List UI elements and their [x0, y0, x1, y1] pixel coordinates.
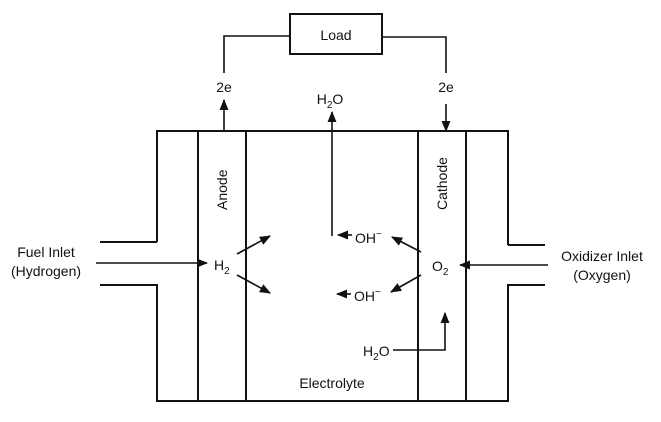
oh-bottom-label: OH− — [354, 287, 381, 304]
cathode-label: Cathode — [434, 157, 450, 210]
load-label: Load — [320, 27, 351, 43]
electrolyte-label: Electrolyte — [299, 375, 365, 391]
cell-housing — [100, 130, 545, 402]
anode-label: Anode — [214, 169, 230, 210]
electron-label-anode: 2e — [216, 79, 232, 95]
h2-label: H2 — [214, 257, 230, 277]
water-input-label: H2O — [363, 343, 390, 363]
h2-to-hplus-top-arrow — [236, 235, 271, 255]
h2-to-hplus-bottom-arrow — [236, 274, 271, 294]
electron-label-cathode: 2e — [438, 79, 454, 95]
oxidizer-inlet-label: Oxidizer Inlet — [561, 248, 643, 264]
fuel-inlet-label: Fuel Inlet — [17, 244, 75, 260]
fuel-inlet-sublabel: (Hydrogen) — [11, 263, 81, 279]
load-box — [289, 13, 383, 55]
anode-wire — [223, 35, 290, 73]
oh-top-label: OH− — [355, 229, 382, 246]
o2-to-oh-bottom-arrow — [390, 274, 422, 293]
water-input-arrow — [393, 311, 450, 351]
oxidizer-inlet-sublabel: (Oxygen) — [573, 267, 631, 283]
o2-label: O2 — [432, 258, 449, 278]
cathode-wire — [382, 36, 447, 73]
external-circuit: Load — [223, 13, 447, 73]
water-product-label: H2O — [317, 91, 344, 111]
o2-to-oh-top-arrow — [391, 236, 422, 253]
